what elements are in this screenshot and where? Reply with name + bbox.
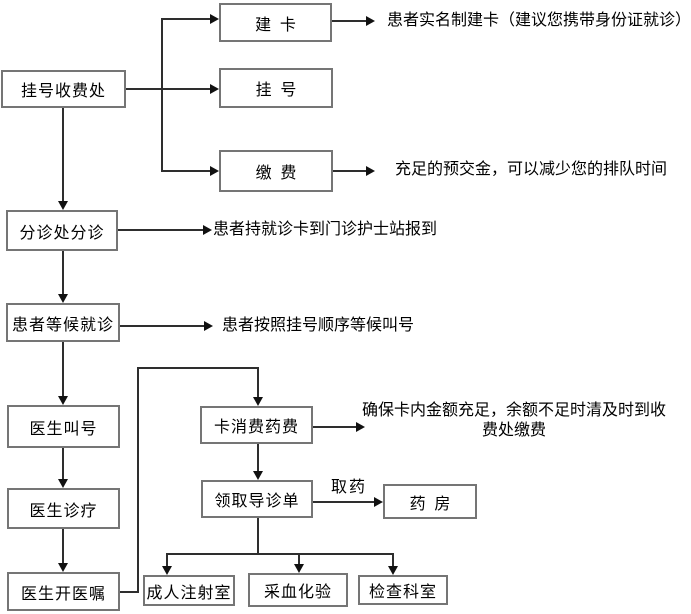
connector-triage-to-wait	[62, 251, 64, 295]
connector-bottom-rail	[166, 553, 394, 555]
note-triage: 患者持就诊卡到门诊护士站报到	[213, 221, 437, 239]
connector-create-card-note	[332, 20, 367, 22]
flow-box-create-card-label: 建卡	[246, 11, 304, 35]
arrowhead-down-icon	[294, 564, 304, 573]
arrowhead-right-icon	[203, 225, 212, 235]
connector-wait-to-call	[62, 342, 64, 397]
arrowhead-down-icon	[253, 471, 263, 480]
connector-to-pay	[161, 170, 211, 172]
note-pay: 充足的预交金，可以减少您的排队时间	[395, 161, 667, 179]
note-wait: 患者按照挂号顺序等候叫号	[222, 317, 414, 335]
flow-box-doctor-treat: 医生诊疗	[7, 488, 120, 529]
connector-wait-note	[120, 325, 205, 327]
arrowhead-right-icon	[366, 16, 375, 26]
flow-box-pharmacy: 药房	[383, 484, 477, 519]
arrowhead-down-icon	[58, 563, 68, 572]
connector-order-up	[137, 367, 139, 593]
connector-guide-down	[257, 518, 259, 555]
arrowhead-right-icon	[210, 84, 219, 94]
connector-to-register	[126, 88, 211, 90]
arrowhead-right-icon	[366, 166, 375, 176]
connector-into-card-pay	[257, 367, 259, 398]
flow-box-adult-injection-label: 成人注射室	[146, 579, 231, 603]
edge-label-take-medicine: 取药	[331, 473, 367, 497]
flow-box-doctor-call-label: 医生叫号	[29, 415, 97, 439]
flow-box-doctor-treat-label: 医生诊疗	[29, 497, 97, 521]
connector-treat-to-order	[62, 529, 64, 564]
note-card-balance: 确保卡内金额充足，余额不足时清及时到收费处缴费	[358, 401, 670, 441]
connector-to-create-card	[161, 18, 211, 20]
connector-order-over	[137, 367, 259, 369]
flow-box-blood-test-label: 采血化验	[264, 578, 332, 602]
flow-box-registration-fee-office: 挂号收费处	[1, 70, 126, 108]
connector-regfee-to-triage	[62, 108, 64, 202]
flow-box-pharmacy-label: 药房	[401, 490, 459, 514]
connector-guide-to-pharmacy	[313, 501, 375, 503]
connector-to-injection	[166, 553, 168, 567]
arrowhead-down-icon	[58, 294, 68, 303]
flow-box-blood-test: 采血化验	[248, 573, 348, 607]
flow-box-guide-sheet-label: 领取导诊单	[214, 487, 299, 511]
connector-cardpay-to-guide	[257, 444, 259, 472]
connector-to-exam	[392, 553, 394, 567]
flow-box-register: 挂号	[219, 68, 333, 108]
connector-call-to-treat	[62, 448, 64, 480]
connector-pay-note	[333, 170, 367, 172]
arrowhead-down-icon	[162, 566, 172, 575]
connector-cardpay-note	[313, 426, 357, 428]
flow-box-doctor-order: 医生开医嘱	[7, 572, 120, 611]
flow-box-doctor-call: 医生叫号	[7, 405, 120, 448]
arrowhead-right-icon	[210, 166, 219, 176]
flow-box-register-label: 挂号	[247, 76, 305, 100]
note-create-card: 患者实名制建卡（建议您携带身份证就诊）	[387, 12, 691, 30]
flow-box-exam-dept-label: 检查科室	[369, 578, 437, 602]
flow-box-exam-dept: 检查科室	[358, 575, 448, 605]
arrowhead-down-icon	[58, 479, 68, 488]
arrowhead-down-icon	[253, 397, 263, 406]
arrowhead-down-icon	[58, 396, 68, 405]
arrowhead-right-icon	[210, 14, 219, 24]
flow-box-pay-label: 缴费	[247, 159, 305, 183]
arrowhead-down-icon	[388, 566, 398, 575]
connector-trunk-vertical	[161, 18, 163, 172]
flow-box-adult-injection: 成人注射室	[143, 575, 235, 606]
flow-box-triage-label: 分诊处分诊	[19, 219, 104, 243]
arrowhead-right-icon	[374, 497, 383, 507]
arrowhead-down-icon	[58, 201, 68, 210]
flow-box-card-pay-drug: 卡消费药费	[200, 406, 313, 444]
flow-box-wait-visit-label: 患者等候就诊	[12, 311, 114, 335]
flow-box-registration-fee-office-label: 挂号收费处	[21, 77, 106, 101]
connector-triage-note	[118, 229, 204, 231]
flow-box-card-pay-drug-label: 卡消费药费	[214, 413, 299, 437]
flow-box-guide-sheet: 领取导诊单	[201, 480, 313, 518]
flow-box-wait-visit: 患者等候就诊	[6, 303, 120, 342]
flow-box-pay: 缴费	[219, 150, 333, 192]
flow-box-create-card: 建卡	[219, 3, 332, 42]
flow-box-doctor-order-label: 医生开医嘱	[21, 580, 106, 604]
flow-box-triage: 分诊处分诊	[6, 210, 118, 251]
arrowhead-right-icon	[204, 321, 213, 331]
